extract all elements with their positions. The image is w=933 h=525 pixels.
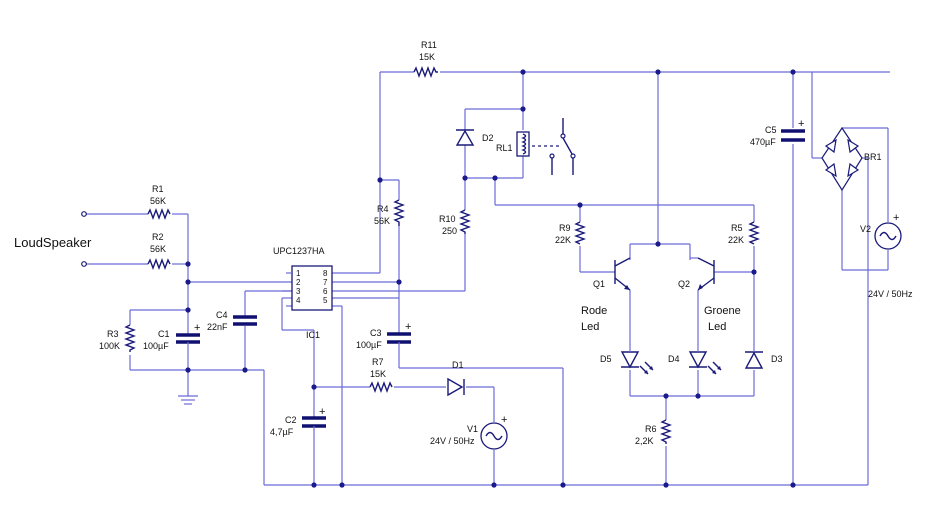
c2-polarity: + xyxy=(319,406,325,418)
relay-rl1 xyxy=(516,118,576,175)
ac-source-v1 xyxy=(480,422,508,450)
resistor-r2 xyxy=(147,258,171,270)
r2-value: 56K xyxy=(150,244,166,254)
q1-ref: Q1 xyxy=(593,279,605,289)
v2-polarity: + xyxy=(893,212,899,224)
d5-ref: D5 xyxy=(600,354,612,364)
ic-pin-7: 7 xyxy=(323,278,328,287)
resistor-r1 xyxy=(147,208,171,220)
r11-value: 15K xyxy=(419,52,435,62)
ic-ref-label: IC1 xyxy=(306,330,320,340)
r2-ref: R2 xyxy=(152,232,164,242)
r9-value: 22K xyxy=(555,235,571,245)
input-terminal-2 xyxy=(81,261,87,267)
led-d5 xyxy=(620,346,654,375)
ic-pin-1: 1 xyxy=(296,269,301,278)
d3-ref: D3 xyxy=(771,354,783,364)
resistor-r7 xyxy=(369,381,393,393)
r4-ref: R4 xyxy=(377,204,389,214)
resistor-r9 xyxy=(574,221,586,245)
c1-value: 100µF xyxy=(143,341,169,351)
c1-ref: C1 xyxy=(158,329,170,339)
r5-ref: R5 xyxy=(731,223,743,233)
capacitor-c1 xyxy=(176,328,200,348)
junction-nodes xyxy=(185,69,796,488)
c4-ref: C4 xyxy=(216,310,228,320)
q2-ref: Q2 xyxy=(678,279,690,289)
ic-pin-5: 5 xyxy=(323,296,328,305)
r7-ref: R7 xyxy=(372,357,384,367)
capacitor-c3 xyxy=(387,330,411,348)
resistor-r4 xyxy=(393,199,405,226)
c3-value: 100µF xyxy=(356,340,382,350)
r1-value: 56K xyxy=(150,196,166,206)
ic-pin-3: 3 xyxy=(296,287,301,296)
c3-ref: C3 xyxy=(370,328,382,338)
r6-ref: R6 xyxy=(645,424,657,434)
v1-ref: V1 xyxy=(467,424,478,434)
ic-pin-4: 4 xyxy=(296,296,301,305)
rode-label-line1: Rode xyxy=(581,305,607,317)
resistor-r5 xyxy=(748,221,760,245)
r3-value: 100K xyxy=(99,341,120,351)
input-terminal-1 xyxy=(81,211,87,217)
resistor-r6 xyxy=(660,419,672,444)
r11-ref: R11 xyxy=(421,40,437,50)
resistor-r10 xyxy=(459,209,471,234)
d4-ref: D4 xyxy=(668,354,680,364)
capacitor-c2 xyxy=(302,412,326,432)
ic-part-label: UPC1237HA xyxy=(273,246,325,256)
br1-ref: BR1 xyxy=(864,152,882,162)
c2-value: 4,7µF xyxy=(270,427,294,437)
ac-source-v2 xyxy=(874,222,902,250)
diode-d1 xyxy=(447,377,465,397)
r9-ref: R9 xyxy=(559,223,571,233)
capacitor-c4 xyxy=(233,315,257,326)
c5-polarity: + xyxy=(798,118,804,130)
r4-value: 56K xyxy=(374,216,390,226)
c3-polarity: + xyxy=(405,321,411,333)
wires xyxy=(86,71,890,486)
ic-upc1237ha: 1 2 3 4 8 7 6 5 xyxy=(286,265,333,311)
c1-polarity: + xyxy=(194,322,200,334)
ic-pin-6: 6 xyxy=(323,287,328,296)
rode-label-line2: Led xyxy=(581,321,599,333)
resistor-r11 xyxy=(413,66,438,78)
r10-value: 250 xyxy=(442,226,457,236)
groene-label-line1: Groene xyxy=(704,305,741,317)
r10-ref: R10 xyxy=(439,214,456,224)
resistor-r3 xyxy=(124,324,136,352)
r5-value: 22K xyxy=(728,235,744,245)
ic-pin-2: 2 xyxy=(296,278,301,287)
v2-ref: V2 xyxy=(860,224,871,234)
transistor-q1 xyxy=(614,257,631,291)
v1-polarity: + xyxy=(501,414,507,426)
c2-ref: C2 xyxy=(285,415,297,425)
r7-value: 15K xyxy=(370,369,386,379)
diode-d3 xyxy=(744,346,764,369)
c5-value: 470µF xyxy=(750,137,776,147)
r1-ref: R1 xyxy=(152,184,164,194)
d2-ref: D2 xyxy=(482,133,494,143)
capacitor-c5 xyxy=(781,129,805,142)
c5-ref: C5 xyxy=(765,125,777,135)
d1-ref: D1 xyxy=(452,360,464,370)
diode-d2 xyxy=(455,129,475,146)
led-d4 xyxy=(688,346,722,375)
v1-value: 24V / 50Hz xyxy=(430,436,475,446)
groene-label-line2: Led xyxy=(708,321,726,333)
ic-pin-8: 8 xyxy=(323,269,328,278)
r3-ref: R3 xyxy=(107,329,119,339)
r6-value: 2,2K xyxy=(635,436,654,446)
bridge-rectifier-br1 xyxy=(821,126,863,192)
v2-value: 24V / 50Hz xyxy=(868,289,913,299)
rl1-ref: RL1 xyxy=(496,143,513,153)
c4-value: 22nF xyxy=(207,322,228,332)
loudspeaker-label: LoudSpeaker xyxy=(14,235,92,250)
transistor-q2 xyxy=(690,257,715,291)
